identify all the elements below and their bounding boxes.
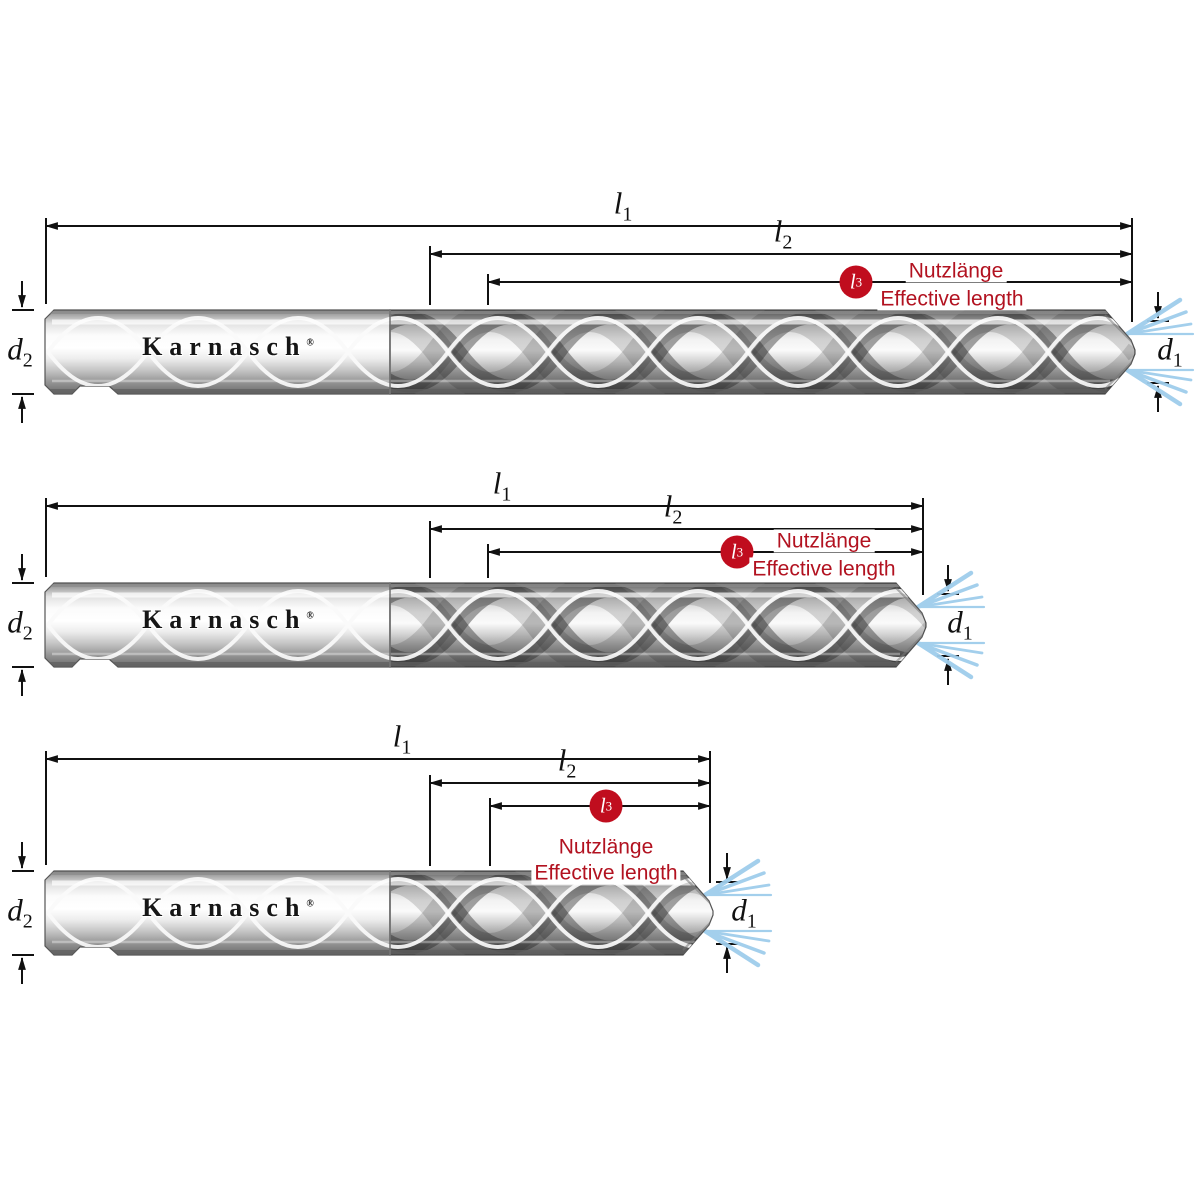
drill-top [12, 218, 1195, 423]
brand-logo-bottom: Karnasch® [142, 893, 314, 922]
dim-label-l2-top: l2 [773, 213, 793, 254]
dim-label-l2-middle: l2 [663, 488, 683, 529]
brand-logo-top: Karnasch® [142, 332, 314, 361]
coolant-spray [915, 570, 986, 680]
dim-label-l1-middle: l1 [492, 465, 512, 506]
drill-surface-detail [46, 310, 1135, 394]
label-effective-length-bottom: Effective length [531, 861, 681, 885]
coolant-spray [1124, 297, 1195, 407]
label-effective-length-middle: Effective length [749, 557, 899, 581]
drill-bottom [12, 751, 773, 984]
dim-label-d1-middle: d1 [947, 604, 973, 645]
dim-label-d1-top: d1 [1157, 331, 1183, 372]
dim-label-d2-bottom: d2 [7, 892, 33, 933]
coolant-spray [702, 858, 773, 968]
dim-label-d1-bottom: d1 [731, 892, 757, 933]
drill-middle [12, 498, 986, 696]
label-nutzlaenge-middle: Nutzlänge [773, 529, 875, 553]
drill-surface-detail [46, 871, 713, 955]
dim-label-l1-bottom: l1 [392, 718, 412, 759]
dim-label-l2-bottom: l2 [557, 742, 577, 783]
label-nutzlaenge-bottom: Nutzlänge [555, 835, 657, 859]
drill-flutes [389, 582, 927, 668]
drill-surface-detail [46, 583, 926, 667]
label-effective-length-top: Effective length [877, 287, 1027, 311]
label-nutzlaenge-top: Nutzlänge [905, 259, 1007, 283]
brand-logo-middle: Karnasch® [142, 605, 314, 634]
dim-label-d2-middle: d2 [7, 604, 33, 645]
drill-flutes [389, 870, 714, 956]
dim-label-d2-top: d2 [7, 331, 33, 372]
dim-label-l1-top: l1 [613, 185, 633, 226]
